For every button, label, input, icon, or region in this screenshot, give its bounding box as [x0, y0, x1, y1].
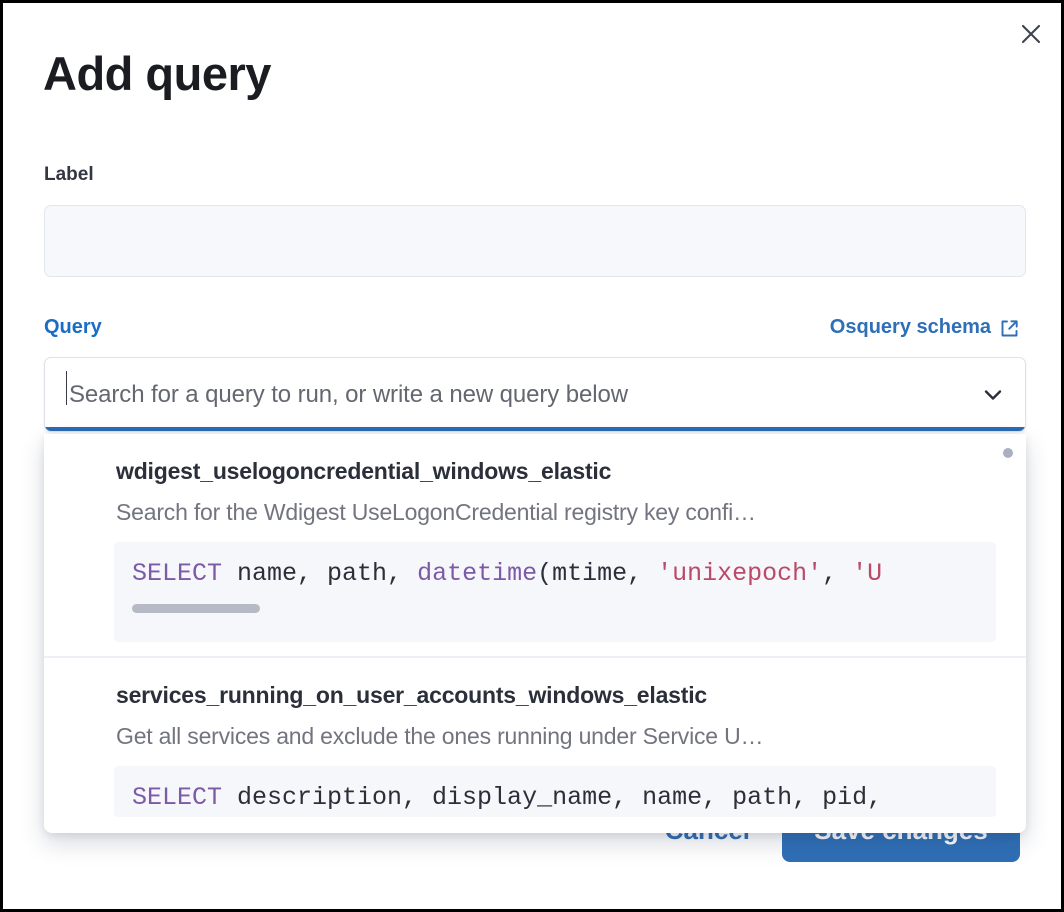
label-input[interactable]: [44, 205, 1026, 277]
close-button[interactable]: [1011, 14, 1051, 54]
list-item[interactable]: services_running_on_user_accounts_window…: [44, 656, 1026, 830]
label-field-label: Label: [44, 164, 94, 185]
query-field-label: Query: [44, 316, 102, 338]
query-search-combobox[interactable]: Search for a query to run, or write a ne…: [44, 357, 1026, 432]
text-cursor: [66, 371, 67, 405]
sql-token-keyword: SELECT: [132, 783, 223, 813]
vertical-scrollbar-thumb[interactable]: [1003, 448, 1013, 458]
list-item-code-block: SELECT description, display_name, name, …: [114, 766, 996, 817]
list-item-title: services_running_on_user_accounts_window…: [116, 682, 707, 709]
sql-token-text: (mtime,: [537, 559, 658, 588]
list-item-title: wdigest_uselogoncredential_windows_elast…: [116, 458, 612, 484]
external-link-icon: [999, 317, 1020, 339]
sql-token-text: name, path,: [222, 559, 418, 588]
list-item[interactable]: wdigest_uselogoncredential_windows_elast…: [44, 434, 1026, 656]
list-item-description: Search for the Wdigest UseLogonCredentia…: [116, 499, 756, 525]
sql-token-string: 'unixepoch': [657, 559, 823, 588]
code-horizontal-scrollbar-thumb[interactable]: [132, 604, 260, 614]
sql-token-string: 'U: [852, 559, 883, 588]
osquery-schema-link[interactable]: Osquery schema: [830, 316, 1020, 339]
combobox-toggle-button[interactable]: [961, 380, 1025, 410]
close-icon: [1018, 21, 1044, 47]
query-suggestions-popover: wdigest_uselogoncredential_windows_elast…: [44, 434, 1026, 833]
page-title: Add query: [43, 47, 271, 100]
sql-token-function: datetime: [417, 559, 538, 588]
osquery-schema-link-label: Osquery schema: [829, 316, 991, 338]
list-item-description: Get all services and exclude the ones ru…: [116, 723, 764, 750]
chevron-down-icon: [978, 380, 1008, 410]
sql-token-text: description, display_name, name, path, p…: [222, 783, 883, 813]
code-line: SELECT description, display_name, name, …: [114, 780, 996, 816]
list-item-code-block: SELECT name, path, datetime(mtime, 'unix…: [114, 542, 996, 643]
code-line: SELECT name, path, datetime(mtime, 'unix…: [114, 556, 996, 592]
sql-token-text: ,: [822, 559, 853, 588]
query-suggestions-list: wdigest_uselogoncredential_windows_elast…: [44, 434, 1026, 833]
query-search-input-placeholder[interactable]: Search for a query to run, or write a ne…: [69, 380, 628, 408]
sql-token-keyword: SELECT: [132, 559, 223, 588]
code-horizontal-scrollbar[interactable]: [114, 592, 996, 642]
